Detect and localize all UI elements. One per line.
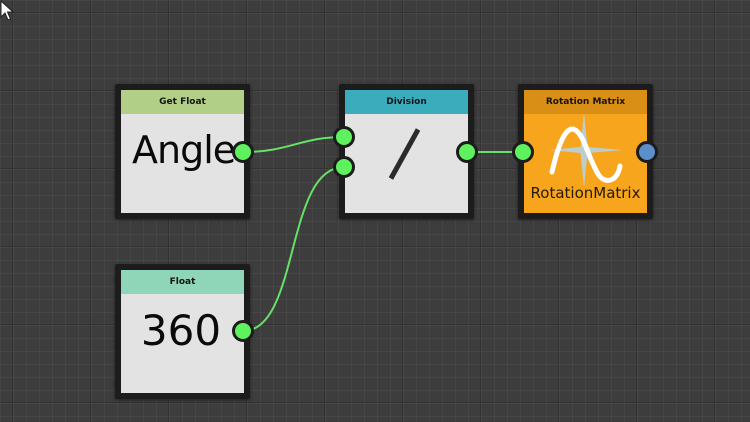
node-rotation-matrix-body: RotationMatrix	[524, 112, 647, 213]
node-float-body: 360	[121, 294, 244, 393]
rotation-matrix-input-port[interactable]	[512, 141, 534, 163]
node-division[interactable]: Division	[339, 84, 474, 219]
node-rotation-matrix-caption: RotationMatrix	[530, 184, 641, 202]
division-input-port-1[interactable]	[333, 126, 355, 148]
node-get-float-panel: Get Float Angle	[121, 90, 244, 213]
sine-wave-star-icon	[524, 112, 647, 190]
node-division-panel: Division	[345, 90, 468, 213]
wire-getfloat-to-division[interactable]	[242, 136, 345, 153]
division-slash-icon	[388, 128, 421, 180]
node-division-title[interactable]: Division	[345, 90, 468, 114]
node-get-float-value: Angle	[132, 128, 236, 172]
division-output-port[interactable]	[456, 141, 478, 163]
node-get-float-body: Angle	[121, 114, 244, 213]
node-get-float-title[interactable]: Get Float	[121, 90, 244, 114]
node-rotation-matrix[interactable]: Rotation Matrix RotationMatrix	[518, 84, 653, 219]
get-float-output-port[interactable]	[232, 141, 254, 163]
node-rotation-matrix-panel: Rotation Matrix RotationMatrix	[524, 90, 647, 213]
node-float-panel: Float 360	[121, 270, 244, 393]
node-get-float[interactable]: Get Float Angle	[115, 84, 250, 219]
rotation-matrix-output-port[interactable]	[636, 141, 658, 163]
node-float-title[interactable]: Float	[121, 270, 244, 294]
node-rotation-matrix-title[interactable]: Rotation Matrix	[524, 90, 647, 114]
node-float[interactable]: Float 360	[115, 264, 250, 399]
division-input-port-2[interactable]	[333, 156, 355, 178]
node-division-body	[345, 114, 468, 213]
mouse-cursor-icon	[0, 0, 15, 21]
wire-float-to-division[interactable]	[242, 166, 345, 332]
float-output-port[interactable]	[232, 320, 254, 342]
node-float-value: 360	[140, 306, 222, 355]
